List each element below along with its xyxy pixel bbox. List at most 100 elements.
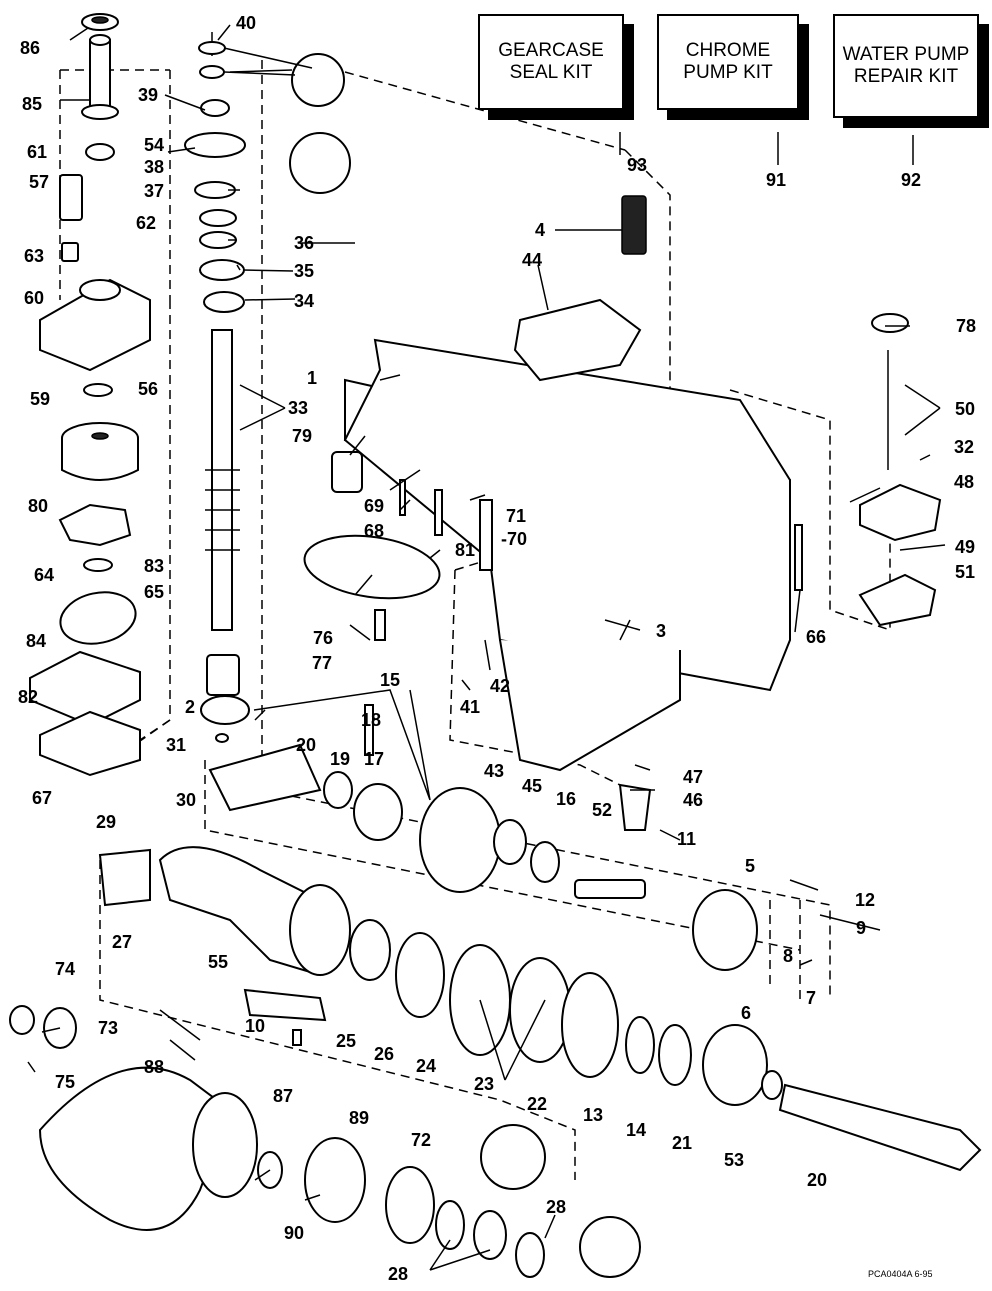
label-28-upper: 28 [546, 1197, 566, 1217]
label-35: 35 [294, 261, 314, 281]
label-59: 59 [30, 389, 50, 409]
label-61: 61 [27, 142, 47, 162]
label-12: 12 [855, 890, 875, 910]
label-92: 92 [901, 170, 921, 190]
label-19: 19 [330, 749, 350, 769]
label-23: 23 [474, 1074, 494, 1094]
label-20: 20 [296, 735, 316, 755]
label-68: 68 [364, 521, 384, 541]
leader-lines [27, 24, 946, 1271]
label-13: 13 [583, 1105, 603, 1125]
label-4: 4 [535, 220, 545, 240]
label-47: 47 [683, 767, 703, 787]
label-81: 81 [455, 540, 475, 560]
label-53: 53 [724, 1150, 744, 1170]
water-pump-repair-kit-box: WATER PUMP REPAIR KIT [833, 14, 989, 128]
label-17: 17 [364, 749, 384, 769]
label-26: 26 [374, 1044, 394, 1064]
label-21: 21 [672, 1133, 692, 1153]
label-15: 15 [380, 670, 400, 690]
label-91: 91 [766, 170, 786, 190]
chrome-pump-kit-label: CHROME PUMP KIT [657, 14, 799, 110]
propshaft-housing-outline [99, 760, 831, 1180]
label-22: 22 [527, 1094, 547, 1114]
label-39: 39 [138, 85, 158, 105]
label-74: 74 [55, 959, 75, 979]
label-51: 51 [955, 562, 975, 582]
label-8: 8 [783, 946, 793, 966]
label-84: 84 [26, 631, 46, 651]
label-48: 48 [954, 472, 974, 492]
label-82: 82 [18, 687, 38, 707]
label-2: 2 [185, 697, 195, 717]
label-62: 62 [136, 213, 156, 233]
label-10: 10 [245, 1016, 265, 1036]
label-29: 29 [96, 812, 116, 832]
seal-kit-outline [344, 71, 671, 390]
label-72: 72 [411, 1130, 431, 1150]
drawing-code: PCA0404A 6-95 [868, 1269, 933, 1279]
label-18: 18 [361, 710, 381, 730]
label-80: 80 [28, 496, 48, 516]
label-83: 83 [144, 556, 164, 576]
label-89: 89 [349, 1108, 369, 1128]
label-46: 46 [683, 790, 703, 810]
label-28-lower: 28 [388, 1264, 408, 1284]
label-27: 27 [112, 932, 132, 952]
kit-leaders [619, 132, 914, 165]
label-76: 76 [313, 628, 333, 648]
label-64: 64 [34, 565, 54, 585]
label-56: 56 [138, 379, 158, 399]
label-42: 42 [490, 676, 510, 696]
label-50: 50 [955, 399, 975, 419]
label-66: 66 [806, 627, 826, 647]
label-78: 78 [956, 316, 976, 336]
label-33: 33 [288, 398, 308, 418]
label-67: 67 [32, 788, 52, 808]
label-54: 54 [144, 135, 164, 155]
label-25: 25 [336, 1031, 356, 1051]
label-49: 49 [955, 537, 975, 557]
label-57: 57 [29, 172, 49, 192]
label-55: 55 [208, 952, 228, 972]
gearcase-seal-kit-box: GEARCASE SEAL KIT [478, 14, 634, 120]
bearing-outline [769, 900, 801, 1000]
label-14: 14 [626, 1120, 646, 1140]
label-5: 5 [745, 856, 755, 876]
label-30: 30 [176, 790, 196, 810]
label-38: 38 [144, 157, 164, 177]
label-41: 41 [460, 697, 480, 717]
label-45: 45 [522, 776, 542, 796]
label-36: 36 [294, 233, 314, 253]
gearcase-seal-kit-label: GEARCASE SEAL KIT [478, 14, 624, 110]
label-3: 3 [656, 621, 666, 641]
label-6: 6 [741, 1003, 751, 1023]
label-40: 40 [236, 13, 256, 33]
label--70: -70 [501, 529, 527, 549]
label-34: 34 [294, 291, 314, 311]
label-63: 63 [24, 246, 44, 266]
label-44: 44 [522, 250, 542, 270]
label-77: 77 [312, 653, 332, 673]
label-11: 11 [677, 829, 696, 849]
label-79: 79 [292, 426, 312, 446]
label-32: 32 [954, 437, 974, 457]
label-9: 9 [856, 918, 866, 938]
label-71: 71 [506, 506, 526, 526]
label-31: 31 [166, 735, 186, 755]
label-24: 24 [416, 1056, 436, 1076]
label-69: 69 [364, 496, 384, 516]
parts [9, 13, 982, 1278]
label-90: 90 [284, 1223, 304, 1243]
water-pump-repair-kit-label: WATER PUMP REPAIR KIT [833, 14, 979, 118]
label-75: 75 [55, 1072, 75, 1092]
label-93: 93 [627, 155, 647, 175]
label-1: 1 [307, 368, 317, 388]
label-85: 85 [22, 94, 42, 114]
callout-labels: 86 40 85 39 61 54 38 57 37 36 62 63 35 6… [18, 13, 976, 1284]
label-7: 7 [806, 988, 816, 1008]
label-16: 16 [556, 789, 576, 809]
label-37: 37 [144, 181, 164, 201]
label-65: 65 [144, 582, 164, 602]
